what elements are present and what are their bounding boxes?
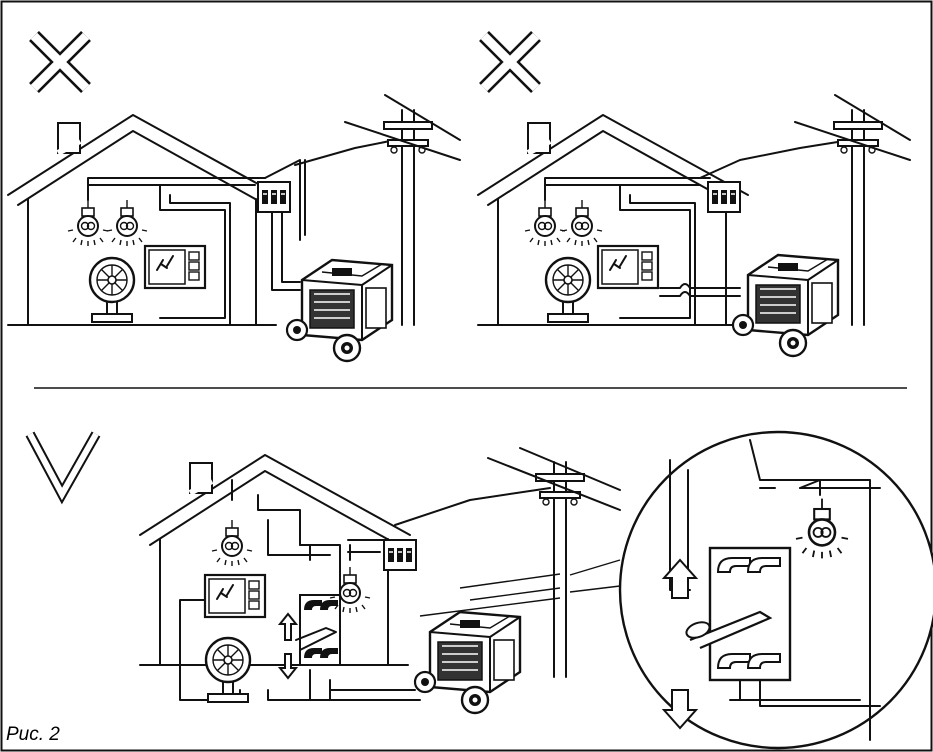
generator-icon	[413, 610, 522, 715]
fan-icon	[204, 636, 252, 704]
microwave-icon	[143, 244, 207, 290]
fan-icon	[544, 256, 592, 324]
light-bulb-icon	[561, 199, 603, 247]
house-icon	[8, 115, 278, 325]
light-bulb-icon	[67, 199, 109, 247]
microwave-icon	[596, 244, 660, 290]
house-icon	[478, 115, 748, 325]
panel-wrong-outlet	[478, 31, 911, 358]
breaker-panel-icon	[257, 181, 291, 213]
generator-icon	[285, 258, 394, 363]
panel-correct-transfer-switch	[25, 430, 933, 750]
arrow-down-icon	[277, 653, 299, 680]
breaker-panel-icon	[707, 181, 741, 213]
magnifier-circle-icon	[618, 430, 933, 750]
transfer-switch-icon	[295, 594, 341, 666]
utility-pole-icon	[535, 461, 585, 678]
light-bulb-icon	[106, 199, 148, 247]
light-bulb-icon	[524, 199, 566, 247]
check-mark-icon	[25, 431, 101, 505]
fan-icon	[88, 256, 136, 324]
breaker-panel-icon	[383, 539, 417, 571]
microwave-icon	[203, 573, 267, 619]
panel-wrong-direct	[8, 31, 461, 363]
light-bulb-icon	[211, 519, 253, 567]
generator-icon	[731, 253, 840, 358]
arrow-up-icon	[277, 612, 299, 641]
figure-caption: Рис. 2	[6, 724, 60, 745]
